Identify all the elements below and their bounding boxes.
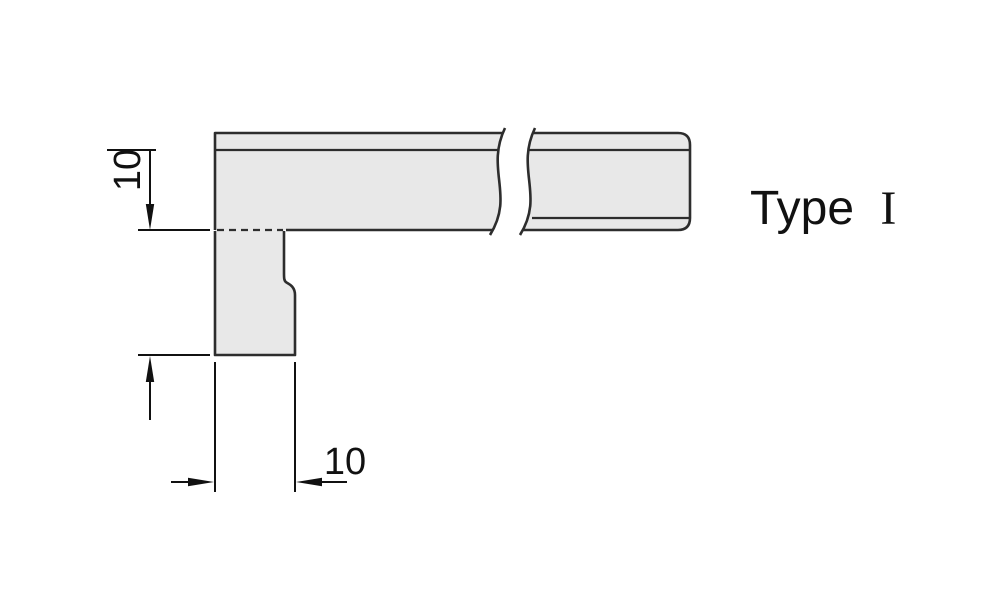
- type-label-numeral: I: [880, 182, 896, 235]
- break-line-left: [488, 127, 507, 236]
- vertical-dim-label: 10: [107, 149, 149, 191]
- type-label: Type I: [750, 182, 896, 235]
- horizontal-dim-label: 10: [324, 441, 366, 483]
- horizontal-dim-arrow-left: [296, 477, 322, 487]
- horizontal-dim-arrow-right: [188, 477, 214, 487]
- horizontal-dimension: 10: [171, 362, 366, 492]
- rail-outline: [213, 131, 692, 232]
- vertical-dim-arrow-up: [145, 356, 155, 382]
- leg-outline: [213, 231, 297, 357]
- break-line-right: [518, 127, 537, 236]
- rail-fill: [215, 133, 690, 230]
- vertical-dimension: 10: [107, 149, 210, 420]
- vertical-dim-arrow-down: [145, 204, 155, 230]
- type-label-prefix: Type: [750, 182, 854, 235]
- leg-fill: [215, 230, 295, 355]
- profile-shape: [213, 127, 692, 357]
